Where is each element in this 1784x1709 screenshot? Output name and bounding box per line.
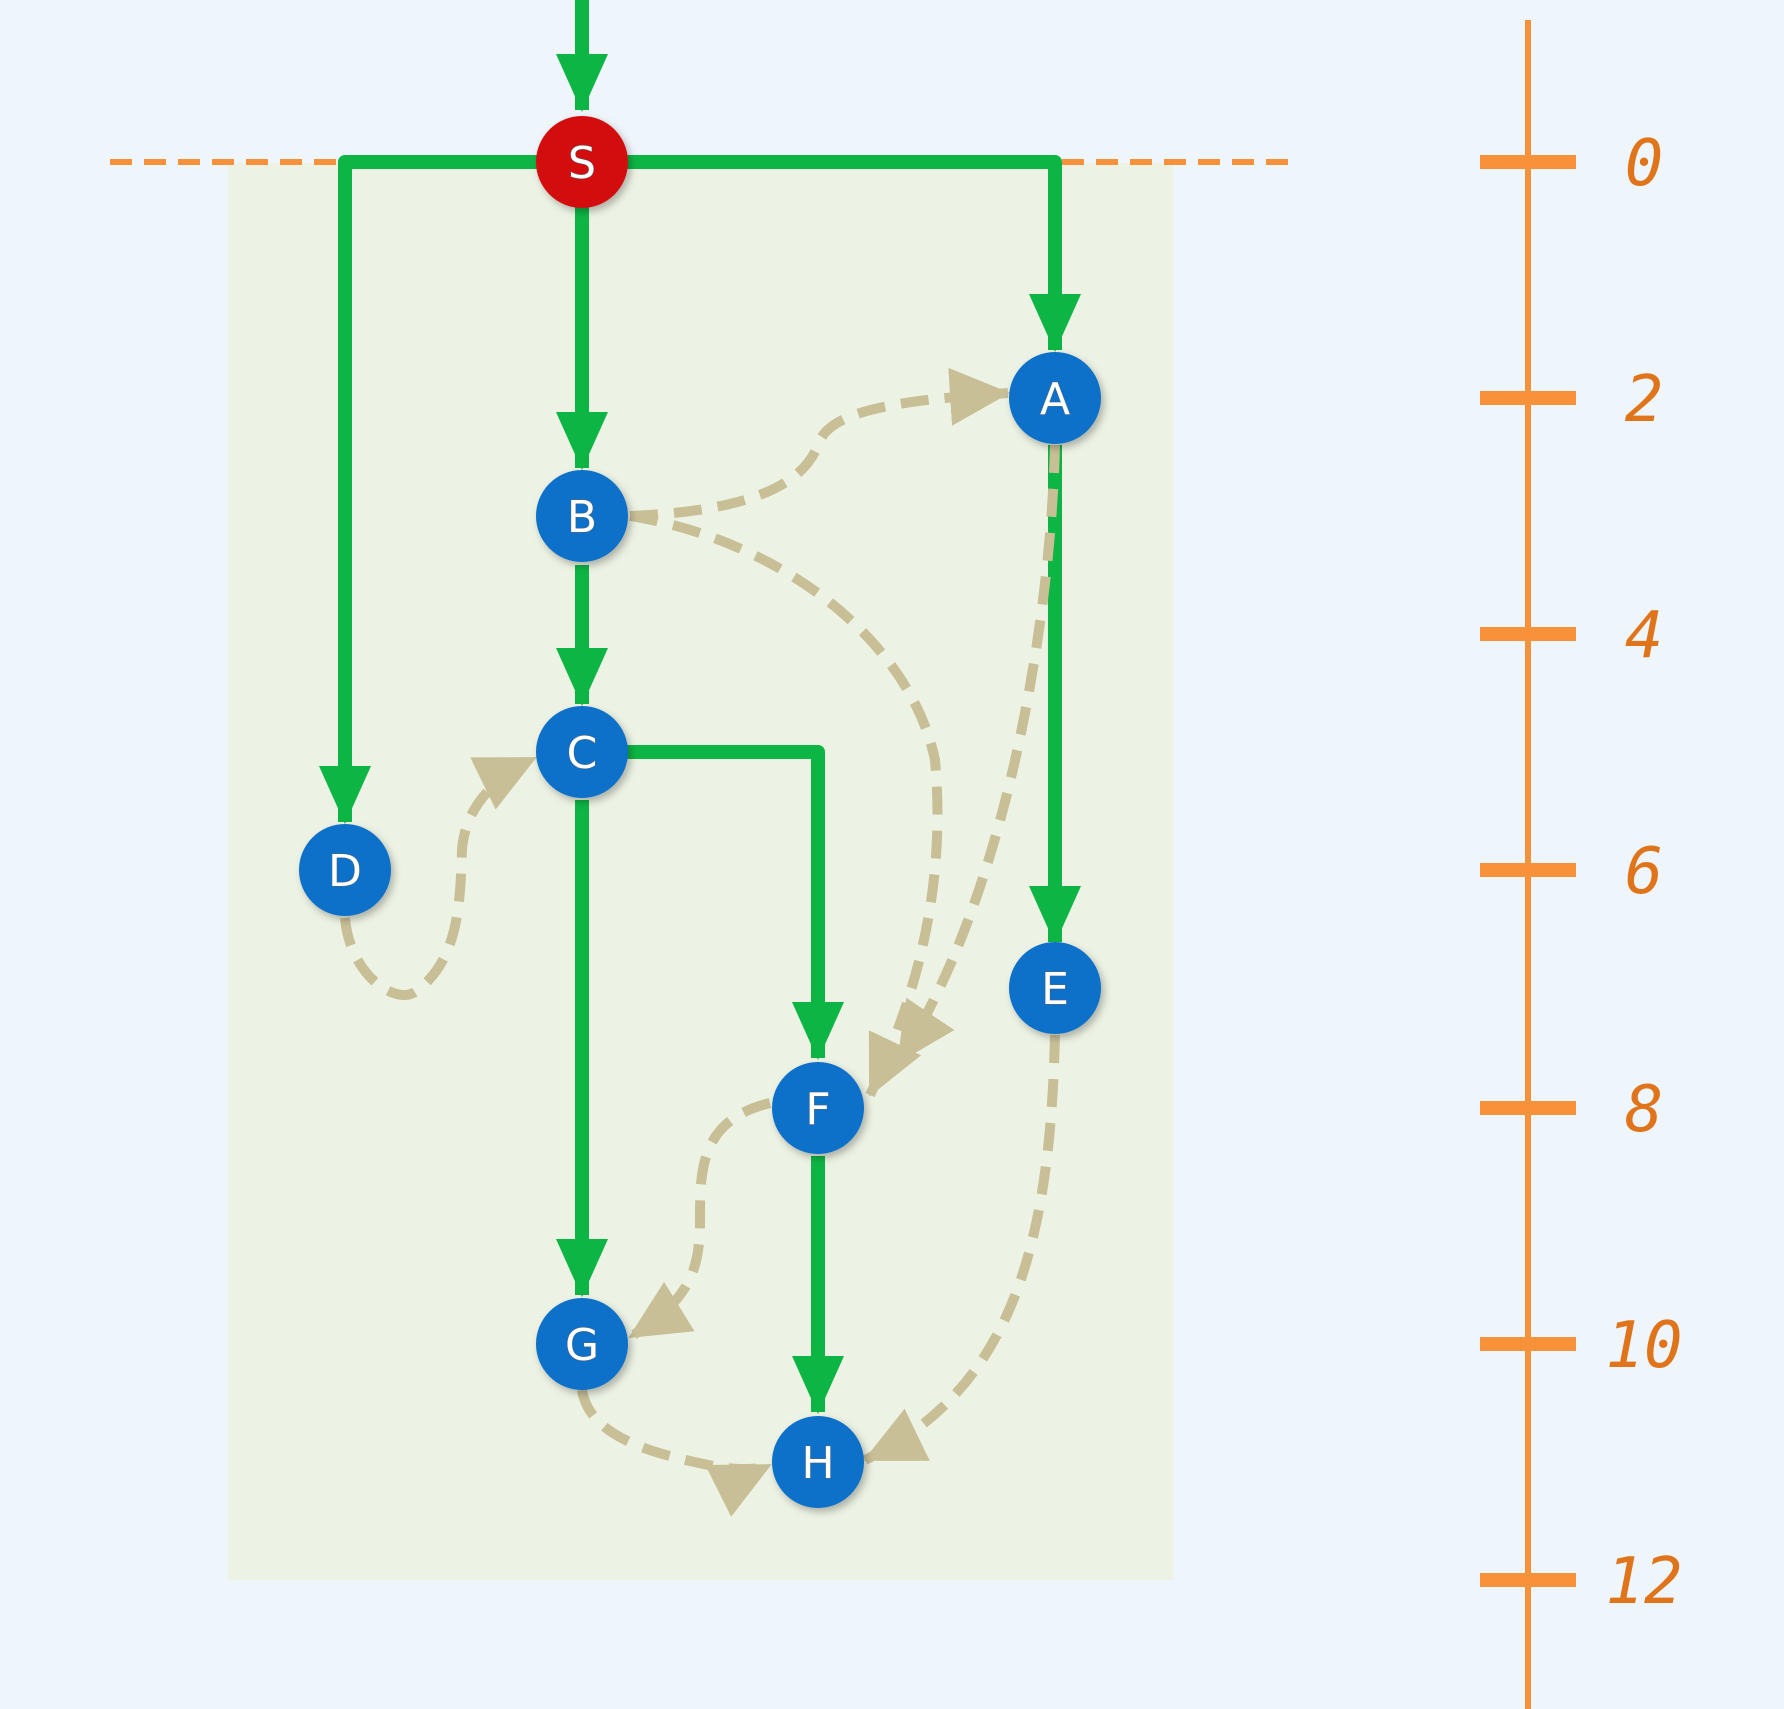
axis-tick-label: 2	[1625, 363, 1664, 437]
tree-edges	[319, 155, 1081, 1414]
node-s[interactable]: S	[536, 116, 628, 208]
node-d-label: D	[328, 846, 362, 897]
non-tree-edge-f-g	[627, 1098, 772, 1342]
node-g[interactable]: G	[536, 1298, 628, 1390]
axis-tick-label: 8	[1625, 1073, 1664, 1147]
node-c-label: C	[567, 728, 598, 779]
axis-tick-label: 12	[1605, 1545, 1682, 1619]
node-e-label: E	[1041, 964, 1069, 1015]
node-c[interactable]: C	[536, 706, 628, 798]
node-f-label: F	[805, 1084, 830, 1135]
non-tree-edge-d-c	[340, 753, 538, 1000]
non-tree-edge-g-h	[577, 1388, 773, 1517]
non-tree-edges	[340, 367, 1060, 1517]
tree-edge-c-f	[620, 745, 844, 1060]
axis-tick-label: 6	[1625, 835, 1664, 909]
non-tree-edge-e-h	[862, 1034, 1060, 1465]
tree-edge-s-a	[620, 155, 1081, 352]
non-tree-edge-b-a	[629, 367, 1010, 521]
non-tree-edge-b-f	[629, 511, 943, 1098]
axis-tick-label: 10	[1605, 1309, 1682, 1383]
node-e[interactable]: E	[1009, 942, 1101, 1034]
axis-tick-label: 0	[1625, 127, 1664, 201]
node-h-label: H	[801, 1438, 834, 1489]
node-g-label: G	[565, 1320, 599, 1371]
node-f[interactable]: F	[772, 1062, 864, 1154]
level-axis: 0 2 4 6 8 10 12	[1480, 20, 1683, 1709]
node-d[interactable]: D	[299, 824, 391, 916]
node-s-label: S	[568, 138, 596, 189]
node-h[interactable]: H	[772, 1416, 864, 1508]
axis-tick-label: 4	[1625, 599, 1664, 673]
node-a-label: A	[1040, 374, 1070, 425]
node-b[interactable]: B	[536, 470, 628, 562]
node-b-label: B	[567, 492, 597, 543]
node-a[interactable]: A	[1009, 352, 1101, 444]
tree-edge-s-d	[319, 155, 542, 824]
non-tree-edge-a-f	[893, 444, 1060, 1065]
